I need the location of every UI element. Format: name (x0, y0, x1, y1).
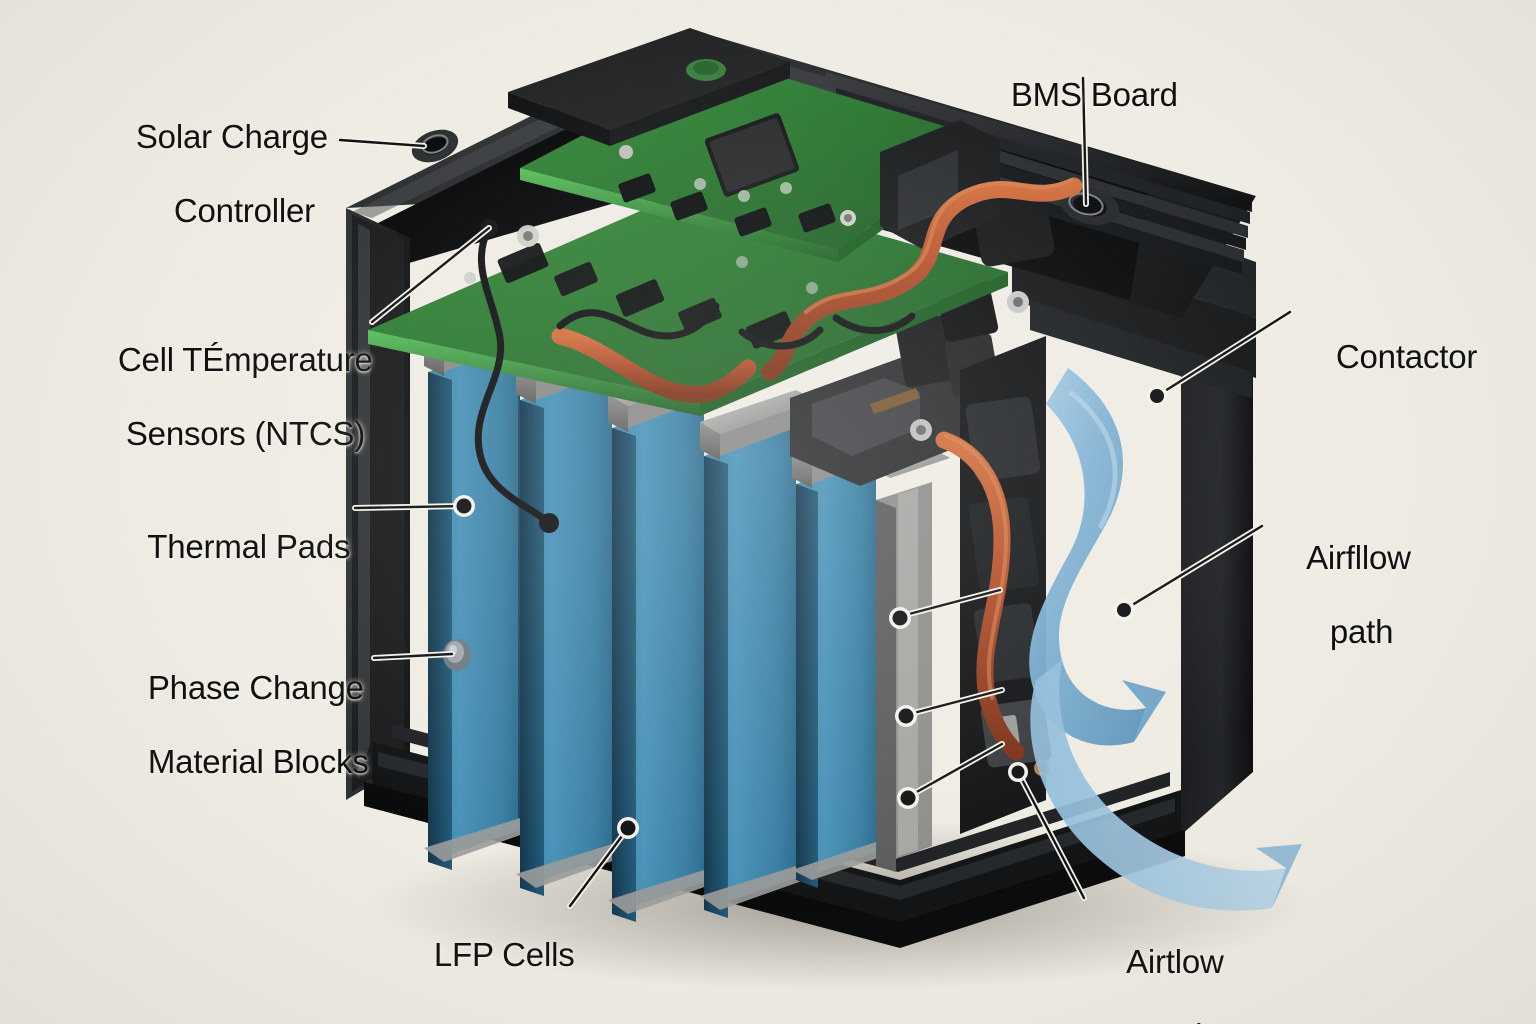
solar-charge-controller-board (508, 28, 1000, 262)
label-line-2: path (1128, 1017, 1214, 1024)
phase-change-material-block (443, 639, 471, 671)
airflow-arrow (1029, 368, 1302, 911)
label-line-1: LFP Cells (433, 935, 575, 973)
label-line-1: Airfllow (1306, 538, 1411, 576)
sensor-wire-tip (539, 513, 559, 533)
leader-dots (453, 385, 1168, 839)
orange-power-cable (551, 177, 1083, 761)
enclosure-base-highlight (378, 752, 1175, 900)
controller-heatsink (508, 28, 790, 130)
label-line-2: Controller (173, 191, 315, 229)
enclosure-base-foot (364, 782, 1185, 948)
label-line-1: Airtlow (1126, 942, 1224, 980)
airflow-arrowhead-lower (1256, 844, 1302, 908)
label-bms-board: BMS Board (975, 40, 1178, 151)
label-solar-charge-controller: Solar Charge Controller (100, 82, 328, 267)
cell-end-plate (872, 448, 950, 872)
label-airflow-path-bottom: Airtlow path (1092, 907, 1224, 1024)
label-line-2: Material Blocks (147, 742, 369, 780)
label-cell-temperature-sensors: Cell TÉmperature Sensors (NTCS) (82, 305, 373, 490)
label-line-1: Contactor (1335, 337, 1478, 375)
orange-power-cable-highlight (804, 178, 1074, 700)
sensor-wire (474, 226, 916, 526)
label-thermal-pads: Thermal Pads (112, 492, 350, 603)
label-lfp-cells: LFP Cells (398, 900, 575, 1011)
label-airflow-path-right: Airfllow path (1272, 503, 1411, 688)
label-line-1: Thermal Pads (147, 527, 351, 565)
enclosure-floor (392, 724, 1170, 872)
label-phase-change-material-blocks: Phase Change Material Blocks (112, 633, 369, 818)
label-line-1: Solar Charge (135, 117, 328, 155)
label-line-2: Sensors (NTCS) (125, 414, 366, 452)
label-line-1: BMS Board (1010, 75, 1178, 113)
label-line-1: Cell TÉmperature (117, 340, 373, 378)
busbar-assembly (790, 291, 1029, 486)
enclosure-base-front (372, 742, 1181, 930)
label-contactor: Contactor (1300, 302, 1477, 413)
enclosure-left-wall-inner (352, 214, 404, 792)
airflow-arrowhead-upper (1122, 680, 1166, 742)
label-line-2: path (1329, 612, 1394, 650)
leader-lines-ink (338, 76, 1292, 908)
enclosure-left-edge-highlight (358, 224, 370, 780)
label-line-1: Phase Change (147, 668, 364, 706)
mount-boss (1060, 187, 1120, 225)
